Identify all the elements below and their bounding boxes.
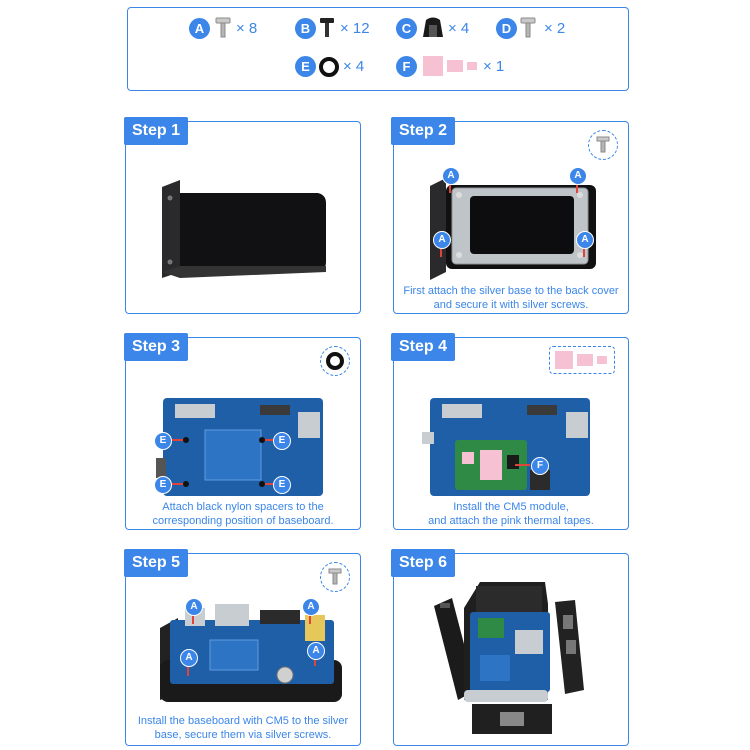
- part-c-badge: C: [396, 18, 417, 39]
- part-e-badge: E: [295, 56, 316, 77]
- step-2-caption-line2: and secure it with silver screws.: [433, 299, 589, 311]
- marker-a-step5-br: A: [307, 642, 325, 660]
- marker-a-step5-tr: A: [302, 598, 320, 616]
- marker-e-step3-bl: E: [154, 476, 172, 494]
- step-4-caption: Install the CM5 module, and attach the p…: [393, 500, 629, 528]
- part-c-qty: × 4: [448, 20, 470, 37]
- part-f-badge: F: [396, 56, 417, 77]
- marker-a-step2-br: A: [576, 231, 594, 249]
- marker-a-step2-bl: A: [433, 231, 451, 249]
- step-2-caption: First attach the silver base to the back…: [393, 284, 629, 312]
- marker-e-step3-tl: E: [154, 432, 172, 450]
- marker-a-step5-bl: A: [180, 649, 198, 667]
- step-4-caption-line2: and attach the pink thermal tapes.: [428, 515, 594, 527]
- step-5-screw-indicator: [320, 562, 350, 592]
- step-5-label: Step 5: [124, 549, 189, 577]
- step-2-caption-line1: First attach the silver base to the back…: [403, 285, 619, 297]
- step-4-tape-indicator: [549, 346, 615, 374]
- part-b-qty: × 12: [340, 20, 370, 37]
- step-5-caption: Install the baseboard with CM5 to the si…: [125, 714, 361, 742]
- step-3-caption-line2: corresponding position of baseboard.: [152, 515, 334, 527]
- step-5-caption-line2: base, secure them via silver screws.: [154, 729, 332, 741]
- step-1-panel: [125, 121, 361, 314]
- step-6-panel: [393, 553, 629, 746]
- marker-f-step4: F: [531, 457, 549, 475]
- step-3-caption: Attach black nylon spacers to the corres…: [125, 500, 361, 528]
- step-1-label: Step 1: [124, 117, 189, 145]
- part-d-badge: D: [496, 18, 517, 39]
- step-4-caption-line1: Install the CM5 module,: [453, 501, 569, 513]
- marker-a-step2-tl: A: [442, 167, 460, 185]
- step-2-label: Step 2: [391, 117, 456, 145]
- marker-a-step5-tl: A: [185, 598, 203, 616]
- part-f-qty: × 1: [483, 58, 505, 75]
- part-b-badge: B: [295, 18, 316, 39]
- step-4-label: Step 4: [391, 333, 456, 361]
- part-a-qty: × 8: [236, 20, 258, 37]
- marker-e-step3-tr: E: [273, 432, 291, 450]
- part-e-qty: × 4: [343, 58, 365, 75]
- step-6-label: Step 6: [391, 549, 456, 577]
- step-3-label: Step 3: [124, 333, 189, 361]
- step-3-caption-line1: Attach black nylon spacers to the: [162, 501, 324, 513]
- part-d-qty: × 2: [544, 20, 566, 37]
- marker-e-step3-br: E: [273, 476, 291, 494]
- step-2-screw-indicator: [588, 130, 618, 160]
- part-a-badge: A: [189, 18, 210, 39]
- step-3-spacer-indicator: [320, 346, 350, 376]
- parts-list-panel: [127, 7, 629, 91]
- marker-a-step2-tr: A: [569, 167, 587, 185]
- step-5-caption-line1: Install the baseboard with CM5 to the si…: [137, 715, 349, 727]
